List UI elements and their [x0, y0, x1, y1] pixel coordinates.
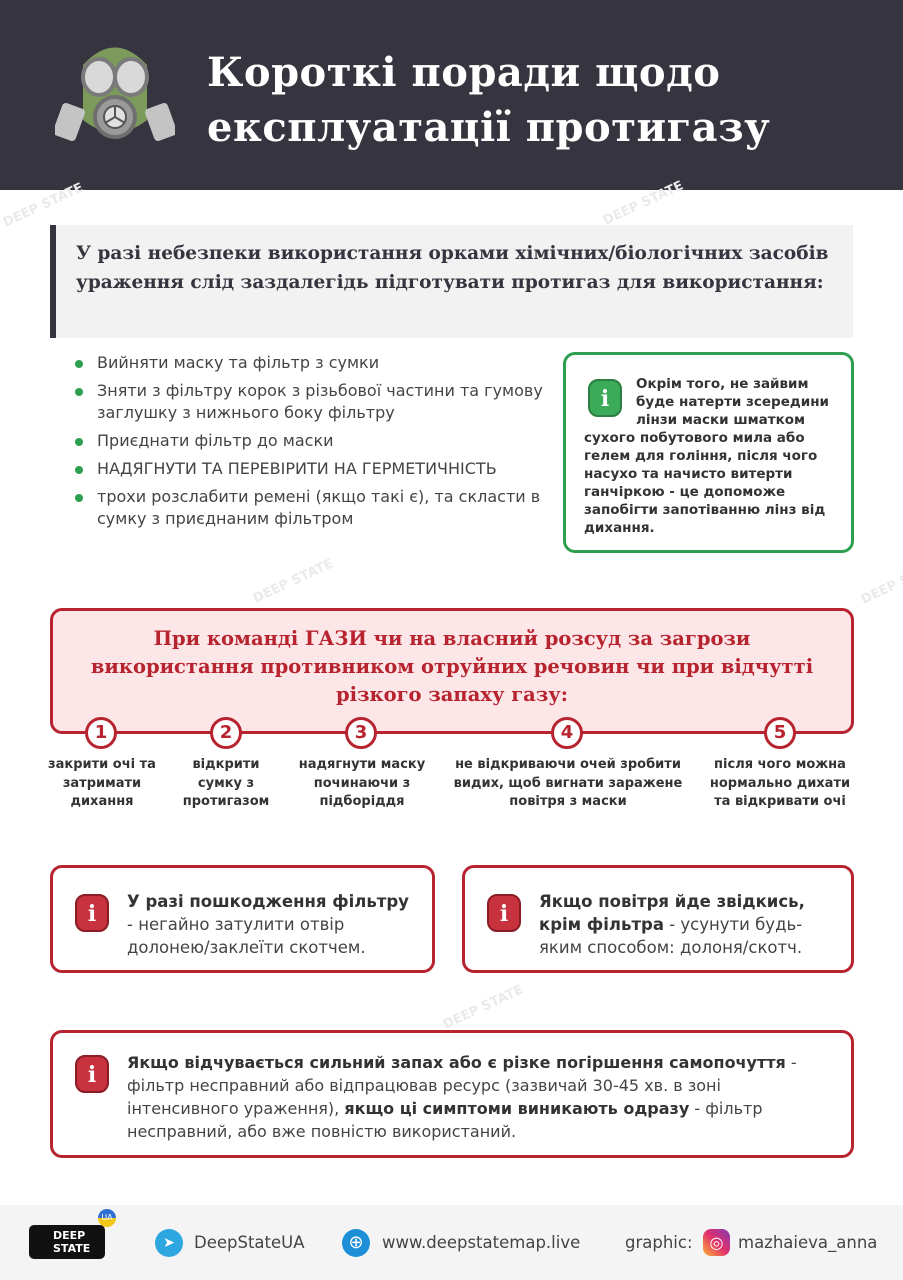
info-icon: i: [588, 379, 622, 417]
watermark: DEEP STATE: [250, 556, 336, 607]
ua-badge: UA: [98, 1209, 116, 1227]
graphic-label: graphic:: [625, 1233, 693, 1252]
tip-text: - фільтр несправний або відпрацював ресу…: [127, 1053, 797, 1118]
list-item-text: Вийняти маску та фільтр з сумки: [97, 353, 380, 372]
list-item: Зняти з фільтру корок з різьбової частин…: [75, 380, 545, 424]
title-line-1: Короткі поради щодо: [207, 49, 721, 96]
step-text: надягнути маску починаючи з підборіддя: [298, 757, 426, 809]
tip-bold: Якщо повітря йде звідкись, крім фільтра: [539, 892, 805, 934]
list-item-text: Приєднати фільтр до маски: [97, 431, 334, 450]
tip-bold: якщо ці симптоми виникають одразу: [344, 1099, 690, 1118]
step-text: після чого можна нормально дихати та від…: [709, 757, 851, 809]
step-number: 5: [764, 717, 796, 749]
footer: DEEP STATE UA ➤ DeepStateUA ⊕ www.deepst…: [0, 1205, 903, 1280]
tip-text: Окрім того, не зайвим буде натерти зсере…: [584, 376, 830, 536]
globe-icon: ⊕: [342, 1229, 370, 1257]
instagram-link[interactable]: mazhaieva_anna: [738, 1233, 878, 1252]
watermark: DEEP STATE: [858, 557, 903, 608]
list-item-text: НАДЯГНУТИ ТА ПЕРЕВІРИТИ НА ГЕРМЕТИЧНІСТЬ: [97, 459, 497, 478]
telegram-icon: ➤: [155, 1229, 183, 1257]
bullet-icon: [75, 388, 83, 396]
list-item: НАДЯГНУТИ ТА ПЕРЕВІРИТИ НА ГЕРМЕТИЧНІСТЬ: [75, 458, 545, 480]
list-item: Приєднати фільтр до маски: [75, 430, 545, 452]
tip-bold: У разі пошкодження фільтру: [127, 892, 409, 911]
step-text: закрити очі та затримати дихання: [48, 757, 156, 809]
step-number: 4: [551, 717, 583, 749]
info-icon: i: [75, 1055, 109, 1093]
tip-smell-box: i Якщо відчувається сильний запах або є …: [50, 1030, 854, 1158]
gas-mask-icon: [55, 47, 175, 141]
tip-text: - усунути будь-яким способом: долоня/ско…: [539, 915, 803, 957]
bullet-icon: [75, 360, 83, 368]
bullet-icon: [75, 466, 83, 474]
list-item: трохи розслабити ремені (якщо такі є), т…: [75, 486, 545, 530]
deepstate-logo[interactable]: DEEP STATE: [29, 1225, 105, 1259]
header: Короткі поради щодо експлуатації протига…: [0, 0, 903, 190]
tip-bold: Якщо відчувається сильний запах або є рі…: [127, 1053, 786, 1072]
website-link[interactable]: www.deepstatemap.live: [382, 1233, 581, 1252]
step-number: 1: [85, 717, 117, 749]
tip-text: - фільтр несправний, або вже повністю ви…: [127, 1099, 763, 1141]
list-item-text: трохи розслабити ремені (якщо такі є), т…: [97, 487, 541, 528]
bullet-icon: [75, 494, 83, 502]
tip-lens-box: i Окрім того, не зайвим буде натерти зсе…: [563, 352, 854, 553]
preparation-list: Вийняти маску та фільтр з сумки Зняти з …: [75, 352, 545, 536]
instagram-icon: ◎: [703, 1229, 730, 1256]
tip-air-leak-box: i Якщо повітря йде звідкись, крім фільтр…: [462, 865, 854, 973]
tip-filter-damage-box: i У разі пошкодження фільтру - негайно з…: [50, 865, 435, 973]
step-text: відкрити сумку з протигазом: [182, 757, 270, 809]
list-item: Вийняти маску та фільтр з сумки: [75, 352, 545, 374]
info-icon: i: [487, 894, 521, 932]
watermark: DEEP STATE: [440, 982, 526, 1033]
page-title: Короткі поради щодо експлуатації протига…: [207, 45, 770, 155]
command-box: При команді ГАЗИ чи на власний розсуд за…: [50, 608, 854, 734]
step-number: 3: [345, 717, 377, 749]
bullet-icon: [75, 438, 83, 446]
list-item-text: Зняти з фільтру корок з різьбової частин…: [97, 381, 543, 422]
step-text: не відкриваючи очей зробити видих, щоб в…: [453, 757, 683, 809]
step-number: 2: [210, 717, 242, 749]
telegram-link[interactable]: DeepStateUA: [194, 1233, 305, 1252]
info-icon: i: [75, 894, 109, 932]
intro-box: У разі небезпеки використання орками хім…: [50, 225, 853, 338]
title-line-2: експлуатації протигазу: [207, 104, 771, 151]
tip-text: - негайно затулити отвір долонею/заклеїт…: [127, 915, 366, 957]
